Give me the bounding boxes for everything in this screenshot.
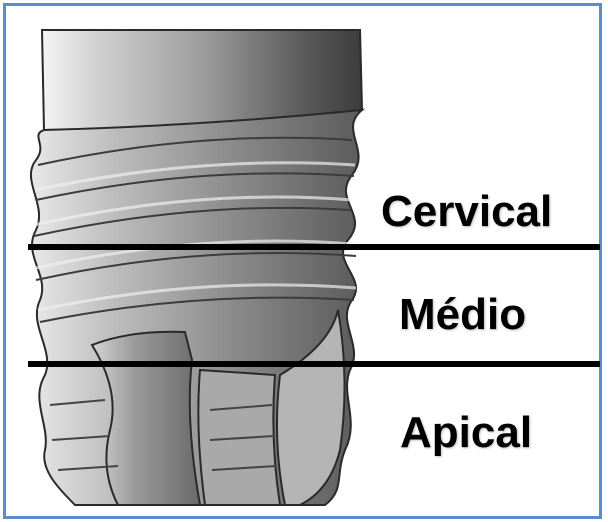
label-medio: Médio: [399, 293, 526, 337]
label-apical: Apical: [400, 411, 532, 455]
label-cervical: Cervical: [381, 190, 552, 234]
